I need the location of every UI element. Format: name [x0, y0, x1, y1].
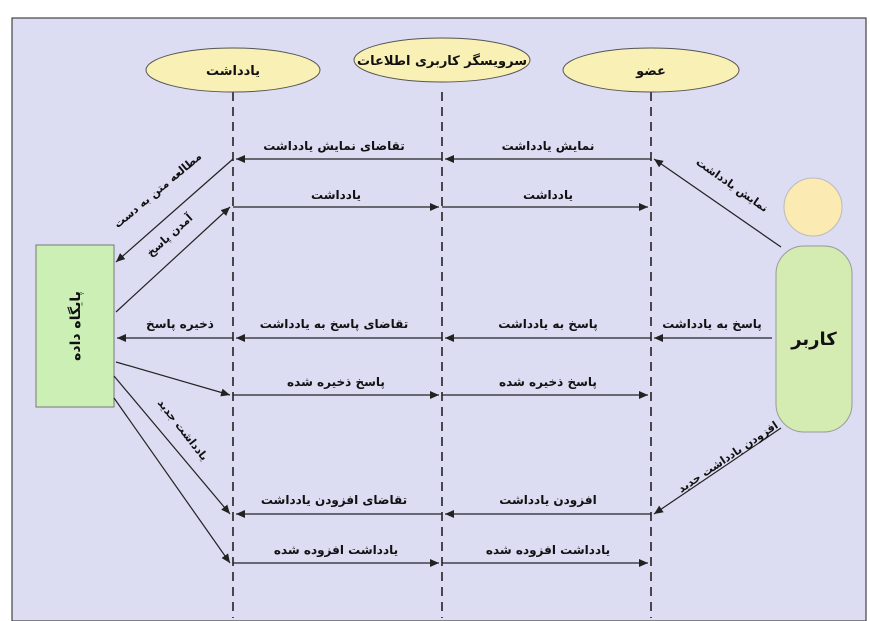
label-server-to-member-added: یادداشت افزوده شده	[486, 543, 610, 558]
msg-post-to-db-read	[115, 158, 234, 263]
database: پایگاه داده	[35, 244, 115, 408]
label-post-to-server-added: یادداشت افزوده شده	[274, 543, 398, 558]
msg-db-to-post-added	[113, 397, 231, 564]
label-member-to-server-add: افزودن یادداشت	[499, 493, 596, 508]
label-member-to-server-reply: پاسخ به یادداشت	[498, 317, 598, 331]
label-server-to-post-request-show: تقاضای نمایش یادداشت	[263, 139, 405, 153]
user-head	[783, 177, 843, 237]
label-server-to-member-reply-saved: پاسخ ذخیره شده	[499, 375, 597, 389]
msg-user-to-member-show	[653, 158, 782, 248]
msg-db-to-post-saved	[115, 361, 231, 397]
header-post: یادداشت	[145, 47, 321, 93]
header-member: عضو	[562, 47, 740, 93]
header-post-label: یادداشت	[206, 64, 260, 79]
database-box	[35, 244, 115, 408]
msg-db-to-post-answer	[115, 206, 231, 313]
database-label: پایگاه داده	[67, 291, 84, 361]
label-post-to-server-reply-saved: پاسخ ذخیره شده	[287, 375, 385, 389]
user-actor: کاربر	[775, 177, 853, 433]
diagram-panel	[11, 17, 867, 621]
header-web-server-label: سرویسگر کاربری اطلاعات	[357, 53, 527, 69]
msg-db-new-post	[113, 375, 231, 515]
label-server-to-post-request-reply: تقاضای پاسخ به یادداشت	[260, 317, 408, 331]
user-label: کاربر	[790, 329, 837, 350]
label-member-to-server-show: نمایش یادداشت	[502, 139, 595, 153]
msg-user-to-member-add	[653, 427, 782, 515]
header-member-label: عضو	[635, 64, 666, 79]
header-web-server: سرویسگر کاربری اطلاعات	[353, 37, 531, 83]
label-post-to-db-save: ذخیره پاسخ	[146, 317, 214, 331]
label-server-to-member-post: یادداشت	[523, 188, 573, 202]
label-user-to-member-reply: پاسخ به یادداشت	[662, 317, 762, 331]
header-post-shape	[145, 47, 321, 93]
header-web-server-shape	[353, 37, 531, 83]
header-member-shape	[562, 47, 740, 93]
label-server-to-post-request-add: تقاضای افزودن یادداشت	[261, 493, 407, 508]
label-post-to-server-post: یادداشت	[311, 188, 361, 202]
user-body	[775, 245, 853, 433]
